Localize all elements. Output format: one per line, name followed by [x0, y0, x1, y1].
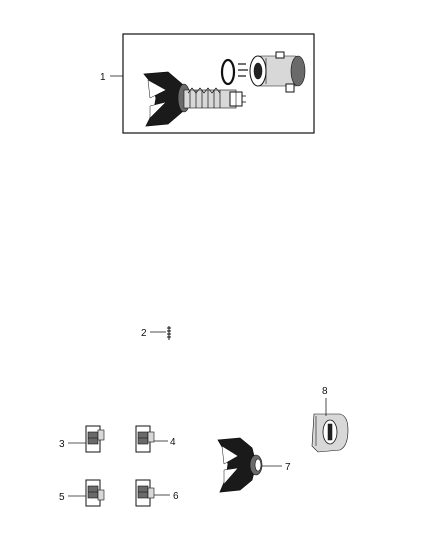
- callout-1: 1: [100, 72, 106, 83]
- callout-4: 4: [170, 437, 176, 448]
- cylinder-cap-icon: [217, 437, 263, 493]
- callout-7: 7: [285, 462, 291, 473]
- assembly-frame: [122, 33, 315, 134]
- callout-5: 5: [59, 492, 65, 503]
- part-3-tumbler: [85, 425, 105, 453]
- spring-icon: [167, 326, 171, 340]
- pin-pieces-icon: [238, 63, 248, 77]
- part-4-tumbler: [135, 425, 155, 453]
- callout-8: 8: [322, 386, 328, 397]
- retainer-clip-icon: [311, 413, 349, 453]
- part-1-lock-cylinder-assembly: [122, 33, 315, 134]
- lock-cylinder-assembly-icon: [143, 71, 246, 127]
- tumbler-icon: [85, 425, 105, 453]
- part-7-cylinder-cap: [217, 437, 263, 493]
- tumbler-icon: [135, 479, 155, 507]
- tumbler-icon: [135, 425, 155, 453]
- tumbler-icon: [85, 479, 105, 507]
- callout-2: 2: [141, 328, 147, 339]
- part-8-retainer-clip: [311, 413, 349, 453]
- o-ring-icon: [220, 58, 236, 86]
- part-5-tumbler: [85, 479, 105, 507]
- part-2-spring: [167, 326, 171, 340]
- part-6-tumbler: [135, 479, 155, 507]
- callout-3: 3: [59, 439, 65, 450]
- callout-6: 6: [173, 491, 179, 502]
- lock-housing-icon: [249, 51, 306, 93]
